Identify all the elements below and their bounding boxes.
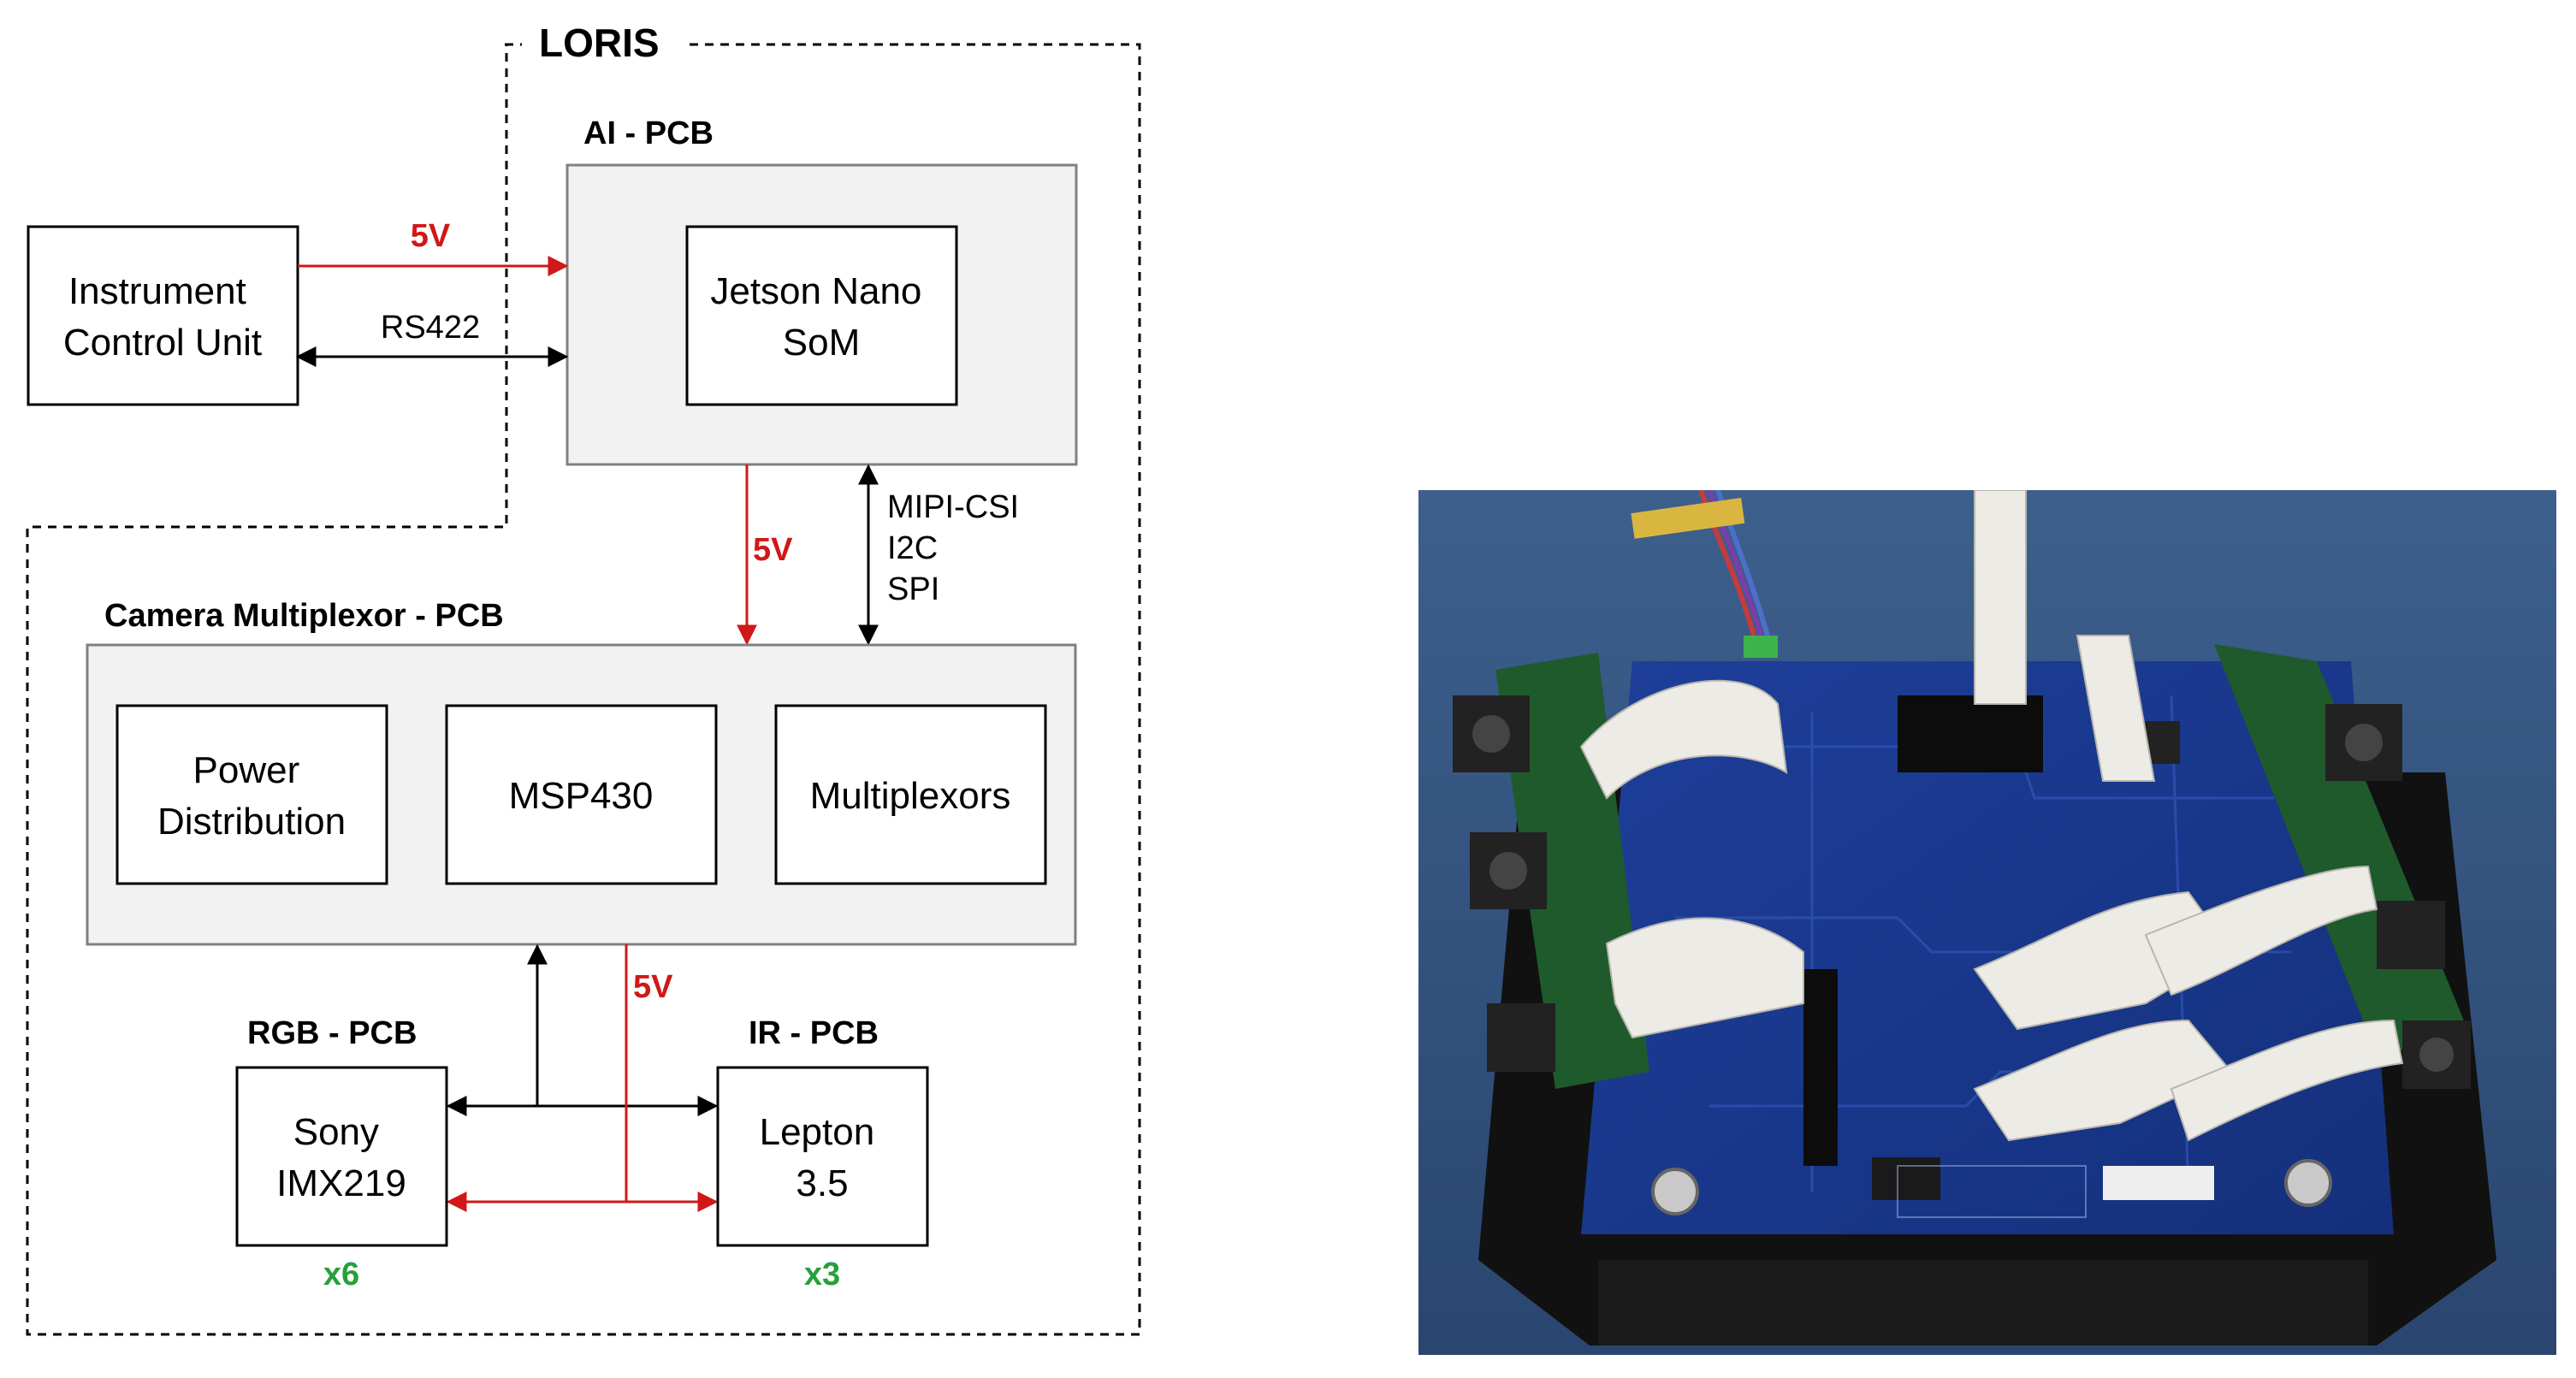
rs422-label: RS422 bbox=[381, 310, 480, 346]
sensor-power-label: 5V bbox=[633, 969, 673, 1005]
icu-label: Instrument Control Unit bbox=[63, 270, 262, 364]
power-distribution-box bbox=[115, 704, 388, 885]
ai-power-label: 5V bbox=[753, 532, 793, 568]
power-distribution-label: Power Distribution bbox=[157, 749, 346, 843]
boundary-label: LORIS bbox=[539, 21, 660, 65]
loris-boundary bbox=[26, 43, 1141, 1336]
rgb-count: x6 bbox=[323, 1257, 359, 1292]
ir-pcb-label: IR - PCB bbox=[749, 1015, 879, 1051]
loris-block-diagram: LORIS Instrument Control Unit AI - PCB J… bbox=[26, 19, 1141, 1336]
instrument-control-unit-box bbox=[27, 225, 299, 406]
multiplexors-box bbox=[774, 704, 1047, 885]
multiplexors-label: Multiplexors bbox=[810, 775, 1011, 817]
msp430-label: MSP430 bbox=[509, 775, 654, 817]
camera-mux-pcb-label: Camera Multiplexor - PCB bbox=[104, 598, 504, 634]
sony-imx219-box bbox=[235, 1066, 448, 1247]
lepton-label: Lepton 3.5 bbox=[760, 1111, 885, 1204]
jetson-nano-box bbox=[685, 225, 958, 406]
pcb-hardware-photo bbox=[1418, 490, 2556, 1355]
rgb-pcb-label: RGB - PCB bbox=[247, 1015, 417, 1051]
ir-count: x3 bbox=[804, 1257, 840, 1292]
sony-imx219-label: Sony IMX219 bbox=[276, 1111, 406, 1204]
mipi-bus-label: MIPI-CSI I2C SPI bbox=[887, 489, 1028, 607]
ai-pcb-label: AI - PCB bbox=[583, 115, 714, 151]
lepton-box bbox=[716, 1066, 929, 1247]
msp430-box bbox=[445, 704, 718, 885]
jetson-nano-label: Jetson Nano SoM bbox=[710, 270, 932, 364]
icu-power-label: 5V bbox=[411, 218, 451, 254]
